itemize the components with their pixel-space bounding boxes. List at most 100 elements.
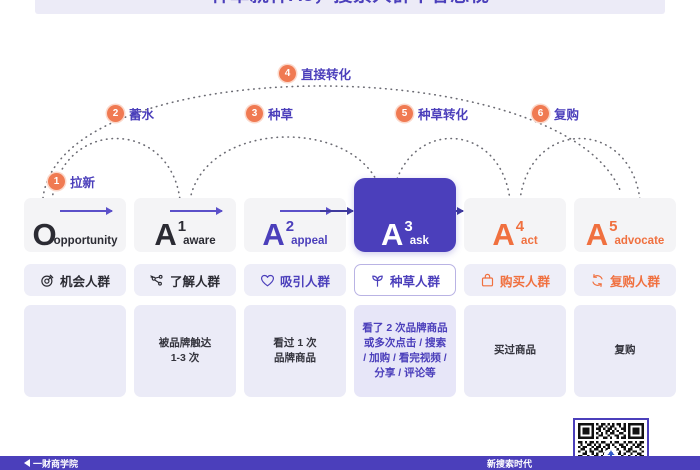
stage-letter: A [262,216,285,252]
stage-desc-text: 看过 1 次品牌商品 [273,336,317,364]
crowd-tag[interactable]: 了解人群 [134,264,236,296]
stage-desc-text: 复购 [614,344,636,357]
stage-subscript: advocate [614,234,665,247]
flow-arrow-a2-a3 [320,207,354,214]
crowd-tag-row: 机会人群 了解人群 吸引人群 种草人群 购买人群 复购人群 [24,264,676,296]
crowd-tag-cell: 机会人群 [24,264,126,296]
arc-label-5: 5 种草转化 [396,104,468,123]
crowd-tag-cell: 种草人群 [354,264,456,296]
stage-desc-cell: 看过 1 次品牌商品 [244,305,346,397]
crowd-tag-cell: 吸引人群 [244,264,346,296]
arc-label-3: 3 种草 [246,104,293,123]
footer-brand: 一财商学院 [24,457,78,470]
stage-superscript: 3 [404,217,413,235]
crowd-tag-label: 了解人群 [169,274,220,289]
crowd-tag-label: 种草人群 [389,274,440,289]
crowd-tag-label: 机会人群 [59,274,110,289]
stage-superscript: 5 [609,217,618,235]
crowd-tag[interactable]: 购买人群 [464,264,566,296]
crowd-tag-label: 购买人群 [499,274,550,289]
arc-badge-3: 3 [246,105,263,122]
footer-brand-text: 一财商学院 [33,458,79,469]
stage-desc-cell [24,305,126,397]
title-banner: 种草就种A3，搜索人群不容忽视 [35,0,665,14]
arc-badge-5: 5 [396,105,413,122]
arc-label-2: 2 蓄水 [107,104,154,123]
triangle-icon [24,459,30,467]
arc-badge-4: 4 [279,65,296,82]
stage-letter: A [154,216,177,252]
stage-superscript: 2 [285,217,295,235]
arc-direct-conversion [42,85,621,199]
stage-subscript: act [521,234,538,247]
stage-desc-box: 复购 [574,305,676,397]
arc-label-text-5: 种草转化 [418,108,469,122]
crowd-tag[interactable]: 吸引人群 [244,264,346,296]
arc-seeding-conversion [391,137,511,201]
crowd-tag-cell: 复购人群 [574,264,676,296]
stage-subscript: appeal [291,234,328,247]
arc-label-6: 6 复购 [532,104,579,123]
stage-desc-text: 买过商品 [494,344,536,357]
footer-slogan: 新搜索时代 [487,458,533,469]
bag-icon [480,273,495,288]
target-icon [40,273,55,288]
footer-bar: 一财商学院 新搜索时代 [0,456,700,470]
stage-letter: A [492,216,515,252]
stage-desc-cell: 看了 2 次品牌商品或多次点击 / 搜索 / 加购 / 看完视频 / 分享 / … [354,305,456,397]
page-title: 种草就种A3，搜索人群不容忽视 [211,0,490,14]
arc-repurchase [519,137,641,201]
crowd-tag[interactable]: 复购人群 [574,264,676,296]
heart-icon [260,273,275,288]
arc-label-text-4: 直接转化 [301,68,352,82]
stage-desc-box: 买过商品 [464,305,566,397]
arc-badge-6: 6 [532,105,549,122]
crowd-tag-cell: 了解人群 [134,264,236,296]
arc-label-4: 4 直接转化 [279,64,351,83]
stage-desc-text: 看了 2 次品牌商品或多次点击 / 搜索 / 加购 / 看完视频 / 分享 / … [362,321,448,380]
crowd-tag-label: 复购人群 [609,274,660,289]
arc-label-text-2: 蓄水 [129,108,155,122]
arc-badge-2: 2 [107,105,124,122]
network-icon [150,273,165,288]
stage-subscript: opportunity [53,234,118,247]
stage-superscript: 1 [177,217,187,235]
stage-desc-box: 看了 2 次品牌商品或多次点击 / 搜索 / 加购 / 看完视频 / 分享 / … [354,305,456,397]
arc-badge-1: 1 [48,173,65,190]
arc-label-text-6: 复购 [554,108,580,122]
refresh-icon [590,273,605,288]
stage-desc-cell: 复购 [574,305,676,397]
arc-label-text-3: 种草 [268,108,294,122]
arc-label-text-1: 拉新 [70,176,96,190]
crowd-tag[interactable]: 机会人群 [24,264,126,296]
stage-superscript: 4 [515,217,525,235]
stage-desc-box: 看过 1 次品牌商品 [244,305,346,397]
stage-letter: A [381,216,404,252]
stage-subscript: ask [409,234,429,247]
crowd-tag[interactable]: 种草人群 [354,264,456,296]
stage-subscript: aware [183,234,216,247]
stage-letter: O [32,216,57,252]
